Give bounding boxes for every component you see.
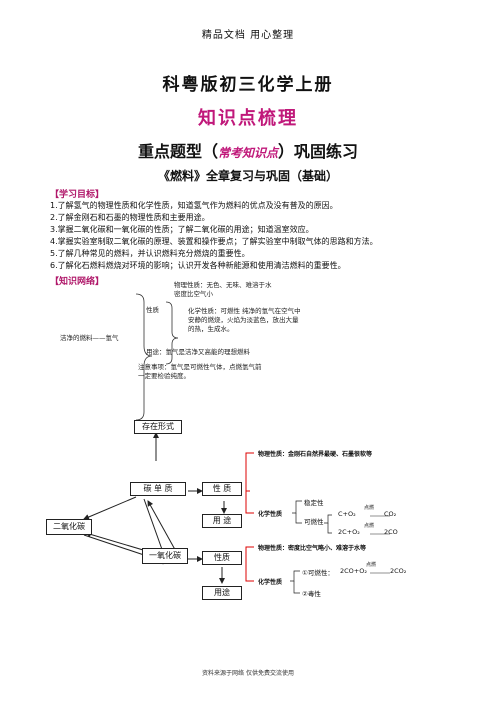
property1-box: 性 质 [202, 482, 242, 496]
heading-before: 重点题型（ [137, 142, 218, 161]
physical-line: 密度比空气小 [174, 290, 213, 298]
chemical-line: 的热，生成水。 [188, 325, 234, 333]
note-line: 一定要检验纯度。 [138, 372, 190, 380]
combustible-text: 可燃性 [304, 518, 324, 526]
goals-list: 1.了解氢气的物理性质和化学性质，知道氢气作为燃料的优点及没有普及的原因。 2.… [50, 200, 470, 272]
hydrogen-chemical: 化学性质：可燃性 纯净的氢气在空气中 安静的燃烧，火焰为淡蓝色，放出大量 的热，… [188, 307, 301, 334]
goal-item: 5.了解几种常见的燃料，并认识燃料充分燃烧的重要性。 [50, 249, 250, 258]
eq1-cond: 点燃 [364, 505, 375, 511]
property2-box: 性质 [202, 551, 242, 565]
exist-box: 存在形式 [134, 420, 182, 434]
physical-line: 物理性质：无色、无味、难溶于水 [174, 281, 272, 289]
phys1-text: 物理性质：金刚石自然界最硬、石墨很软等 [258, 451, 373, 458]
network-label: 【知识网络】 [50, 277, 105, 287]
note-line: 注意事项：氢气是可燃性气体，点燃氢气前 [138, 363, 262, 371]
phys2-text: 物理性质：密度比空气略小、难溶于水等 [258, 545, 367, 552]
goal-item: 2.了解金刚石和石墨的物理性质和主要用途。 [50, 213, 210, 222]
goal-item: 3.掌握二氧化碳和一氧化碳的性质；了解二氧化碳的用途；知道温室效应。 [50, 225, 314, 234]
hydrogen-use: 用途：氢气是洁净又高能的理想燃料 [146, 348, 250, 356]
eq2-cond: 点燃 [364, 523, 375, 529]
hydrogen-braces [135, 293, 179, 421]
hydrogen-property: 性质 [146, 306, 159, 314]
eq3-left: 2CO+O₂ [340, 567, 367, 575]
eq3-cond: 点燃 [366, 562, 377, 568]
chem2-text: 化学性质 [258, 579, 283, 586]
use2-box: 用途 [202, 586, 242, 600]
stability-text: 稳定性 [304, 499, 324, 507]
hydrogen-root: 洁净的燃料——氢气 [60, 334, 119, 342]
hydrogen-physical: 物理性质：无色、无味、难溶于水 密度比空气小 [174, 281, 272, 299]
goal-item: 1.了解氢气的物理性质和化学性质，知道氢气作为燃料的优点及没有普及的原因。 [50, 201, 338, 210]
co-box: 一氧化碳 [142, 548, 188, 564]
eq1-right: CO₂ [384, 510, 397, 518]
use1-box: 用 途 [202, 514, 242, 528]
chem1-text: 化学性质 [258, 511, 283, 518]
element-box: 碳 单 质 [130, 482, 186, 496]
heading-italic: 常考知识点 [217, 146, 278, 160]
eq3-right: 2CO₂ [390, 567, 407, 575]
co2-box: 二氧化碳 [46, 519, 92, 535]
subtitle: 知识点梳理 [198, 108, 298, 129]
eq2-right: 2CO [384, 528, 398, 536]
goal-item: 4.掌握实验室制取二氧化碳的原理、装置和操作要点；了解实验室中制取气体的思路和方… [50, 237, 378, 246]
eq1-left: C+O₂ [338, 510, 356, 518]
chemical-line: 化学性质：可燃性 纯净的氢气在空气中 [188, 307, 301, 315]
page-footer: 资料来源于网络 仅供免费交流使用 [202, 670, 294, 677]
goals-label: 【学习目标】 [50, 190, 105, 200]
main-title: 科粤版初三化学上册 [162, 75, 334, 95]
chemical-line: 安静的燃烧，火焰为淡蓝色，放出大量 [188, 316, 299, 324]
eq2-left: 2C+O₂ [338, 528, 360, 536]
goal-item: 6.了解化石燃料燃烧对环境的影响；认识开发各种新能源和使用清洁燃料的重要性。 [50, 261, 346, 270]
chapter-title: 《燃料》全章复习与巩固（基础） [157, 169, 338, 183]
co-comb-text: ①可燃性： [302, 569, 334, 577]
heading-after: ）巩固练习 [278, 142, 359, 161]
co-toxic-text: ②毒性 [302, 590, 321, 598]
section-heading: 重点题型（常考知识点）巩固练习 [0, 138, 496, 162]
page-header: 精品文档 用心整理 [201, 30, 295, 41]
hydrogen-note: 注意事项：氢气是可燃性气体，点燃氢气前 一定要检验纯度。 [138, 363, 262, 381]
carbon-arrows [83, 432, 390, 594]
